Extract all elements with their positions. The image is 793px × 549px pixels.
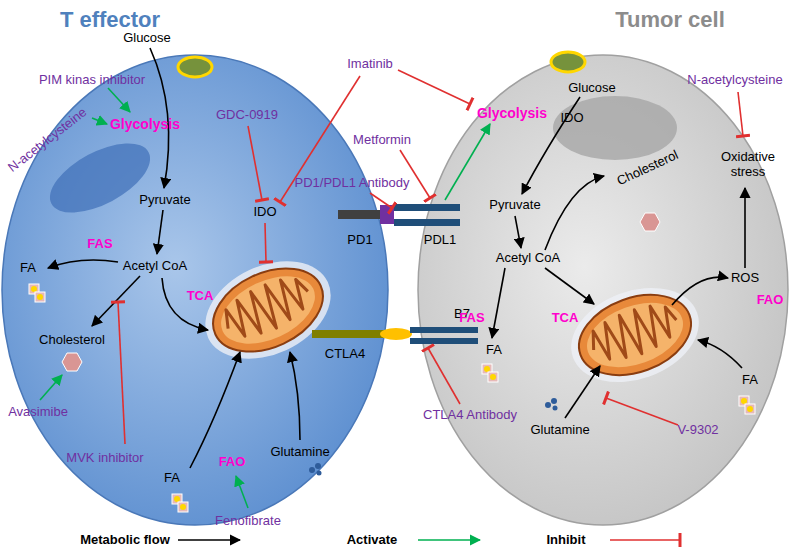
drug-label: Imatinib — [347, 57, 393, 72]
legend-text: Metabolic flow — [80, 533, 170, 548]
pathway-label: Glycolysis — [110, 116, 180, 132]
drug-label: V-9302 — [677, 423, 718, 438]
metabolite-label: Oxidative stress — [713, 150, 783, 180]
drug-label: N-acetylcysteine — [687, 73, 782, 88]
cell-title: T effector — [60, 7, 160, 32]
pathway-label: TCA — [552, 311, 579, 326]
pathway-label: FAO — [219, 455, 246, 470]
metabolite-label: FA — [164, 471, 180, 486]
pathway-label: FAO — [757, 293, 784, 308]
metabolite-label: Glucose — [568, 81, 616, 96]
metabolite-label: PDL1 — [424, 233, 457, 248]
legend-text: Inhibit — [547, 533, 586, 548]
metabolite-label: FA — [486, 343, 502, 358]
metabolite-label: ROS — [731, 271, 759, 286]
metabolite-label: PD1 — [347, 233, 372, 248]
metabolite-label: CTLA4 — [325, 347, 365, 362]
drug-label: N-acetylcysteine — [6, 105, 90, 175]
metabolite-label: Glutamine — [270, 445, 329, 460]
metabolite-label: Cholesterol — [39, 333, 105, 348]
drug-label: Avasimibe — [8, 405, 68, 420]
metabolite-label: Glutamine — [530, 423, 589, 438]
pathway-label: TCA — [187, 289, 214, 304]
pathway-label: FAS — [87, 237, 112, 252]
drug-label: PD1/PDL1 Antibody — [295, 176, 410, 191]
metabolite-label: FA — [742, 373, 758, 388]
drug-label: MVK inhibitor — [66, 451, 143, 466]
cell-title: Tumor cell — [615, 7, 725, 32]
drug-label: CTLA4 Antibody — [423, 408, 517, 423]
drug-label: Fenofibrate — [215, 514, 281, 529]
metabolite-label: Glucose — [123, 31, 171, 46]
metabolite-label: Pyruvate — [489, 198, 540, 213]
drug-label: PIM kinas inhibitor — [39, 73, 145, 88]
drug-label: GDC-0919 — [216, 108, 278, 123]
metabolite-label: IDO — [560, 111, 583, 126]
metabolite-label: Pyruvate — [139, 193, 190, 208]
metabolite-label: Cholesterol — [615, 147, 681, 188]
legend-text: Activate — [347, 533, 398, 548]
metabolite-label: Acetyl CoA — [123, 259, 187, 274]
pathway-label: FAS — [459, 311, 484, 326]
metabolite-label: Acetyl CoA — [496, 251, 560, 266]
metabolite-label: FA — [20, 261, 36, 276]
drug-label: Metformin — [353, 133, 411, 148]
pathway-label: Glycolysis — [477, 105, 547, 121]
metabolite-label: IDO — [253, 205, 276, 220]
